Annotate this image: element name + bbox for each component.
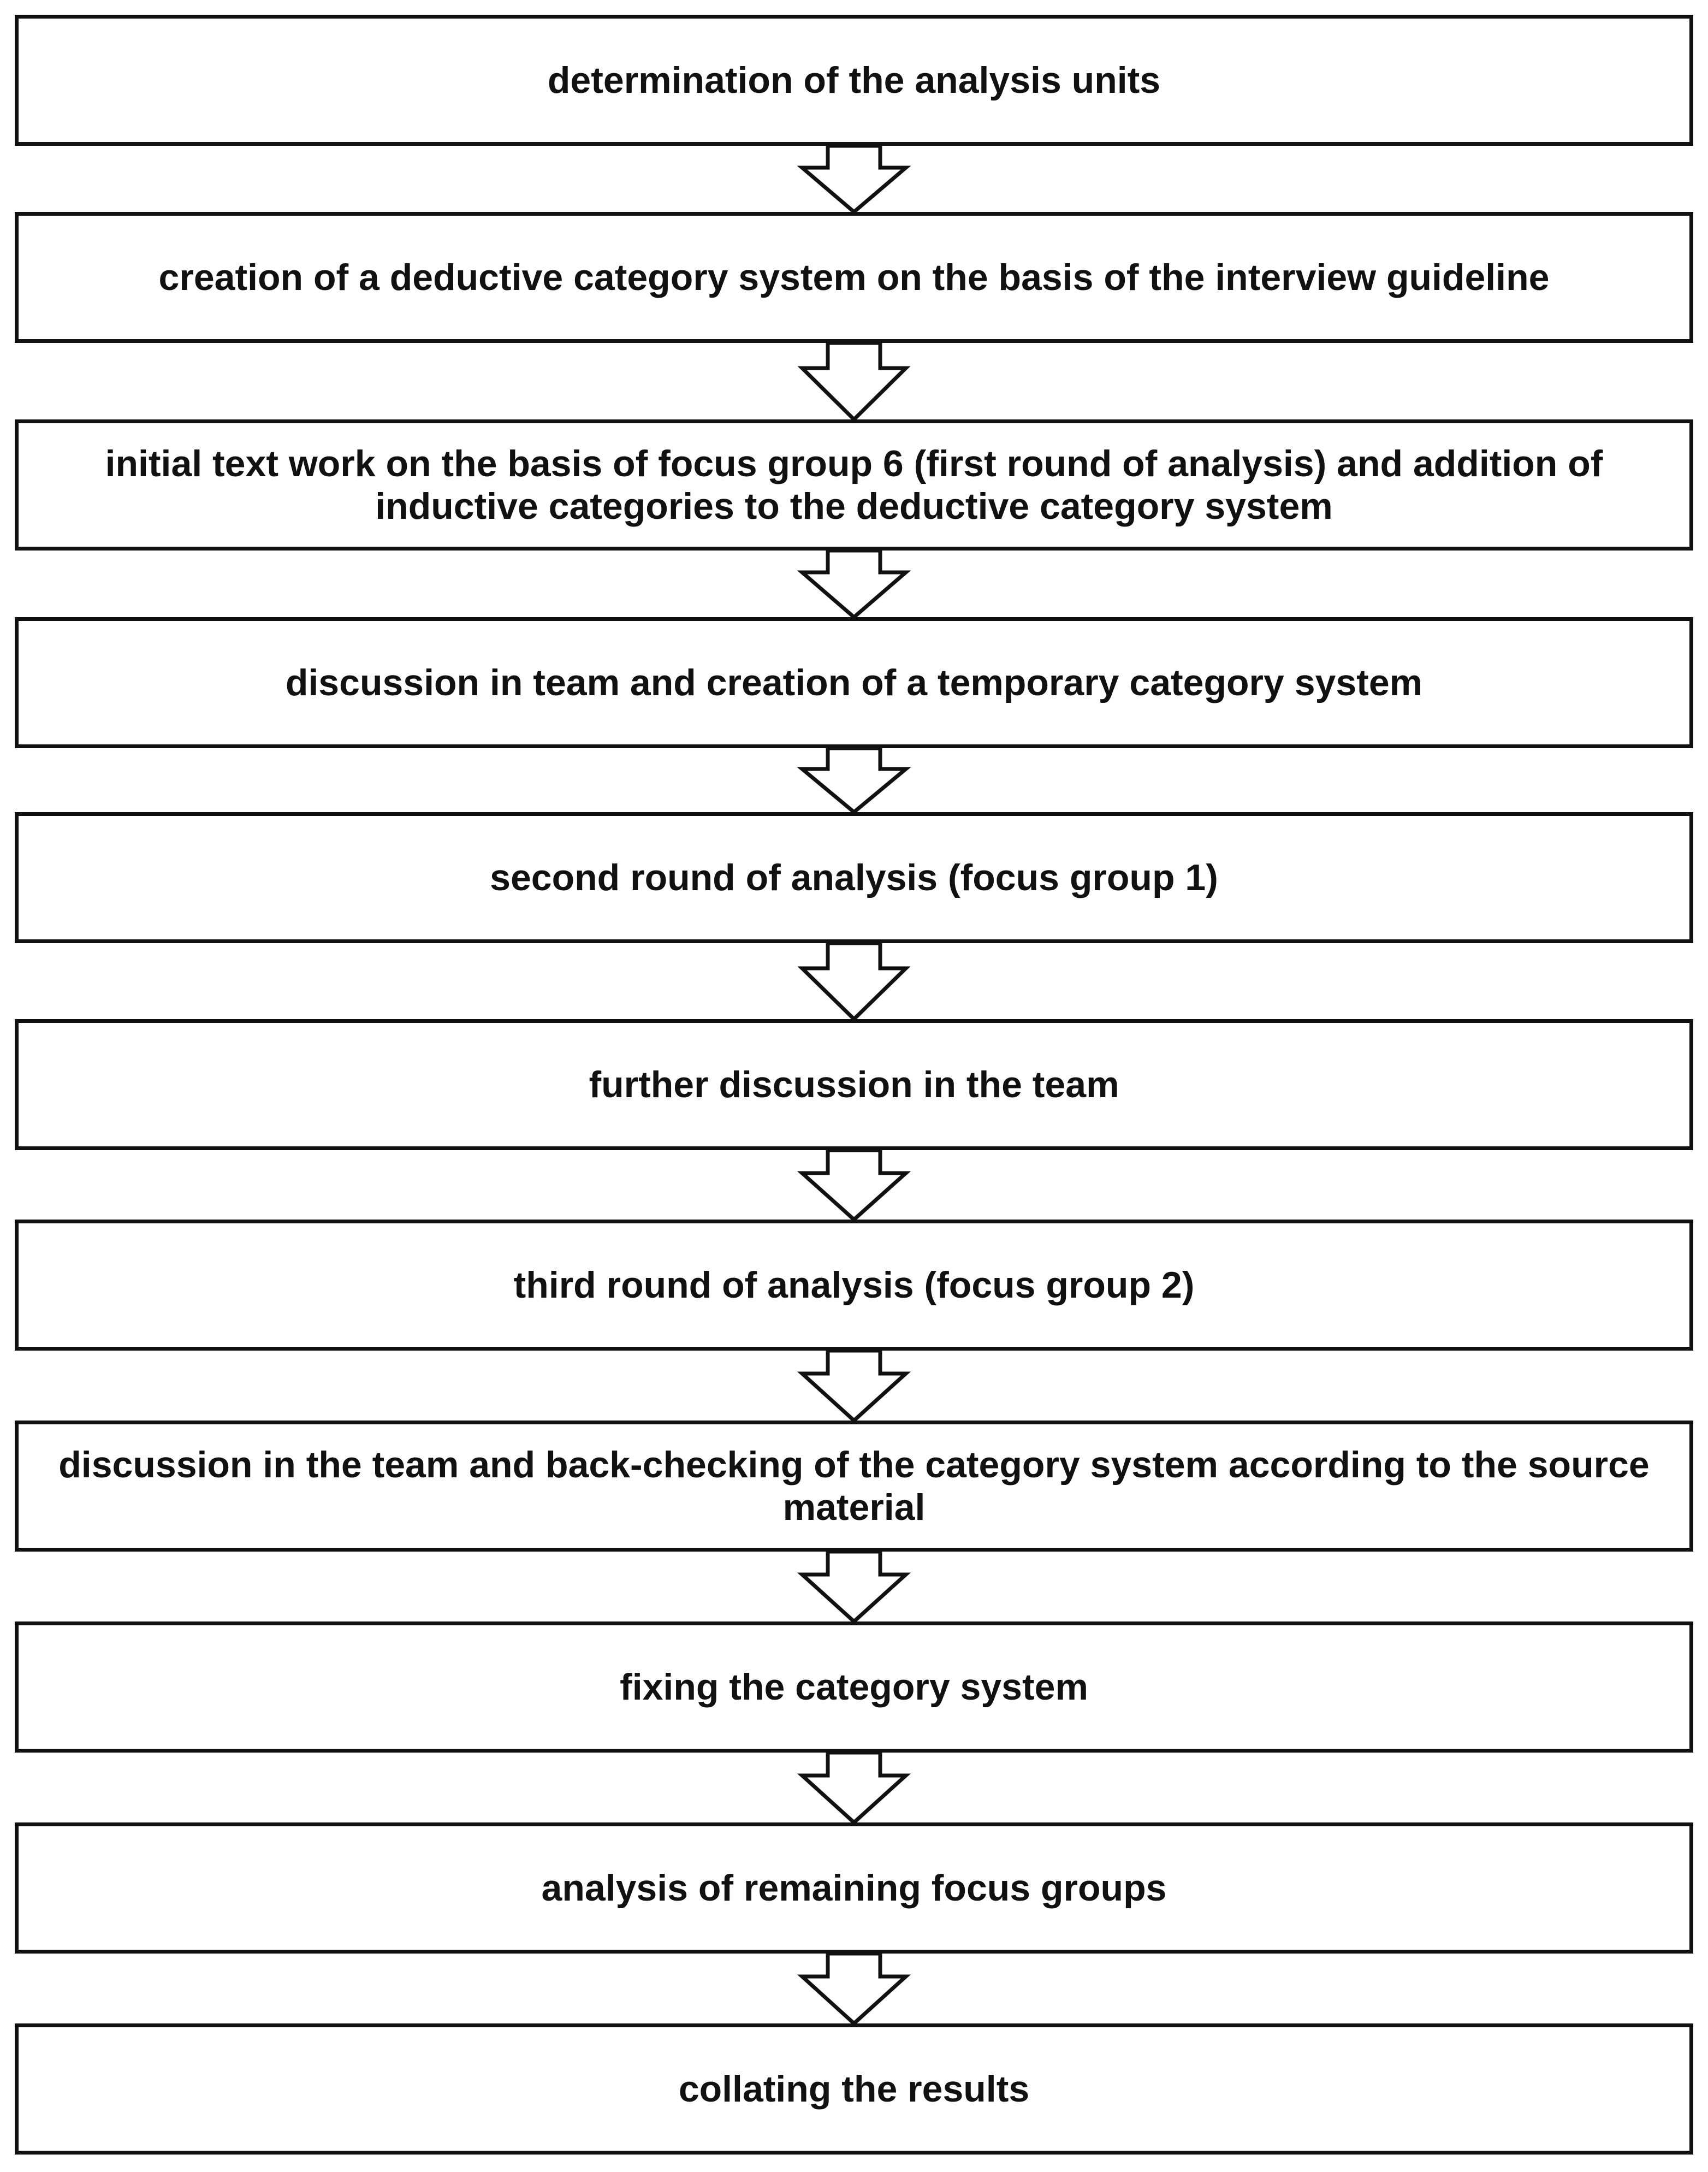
step-label-6: further discussion in the team <box>589 1064 1119 1105</box>
down-arrow-icon <box>797 1951 911 2026</box>
step-label-5: second round of analysis (focus group 1) <box>490 857 1218 898</box>
step-box-1: determination of the analysis units <box>15 15 1693 146</box>
step-label-11: collating the results <box>678 2068 1030 2110</box>
down-arrow-icon <box>797 1750 911 1825</box>
step-label-3: initial text work on the basis of focus … <box>105 443 1603 527</box>
step-box-7: third round of analysis (focus group 2) <box>15 1220 1693 1351</box>
down-arrow-icon <box>797 548 911 620</box>
step-label-10: analysis of remaining focus groups <box>541 1867 1167 1909</box>
step-box-5: second round of analysis (focus group 1) <box>15 812 1693 943</box>
step-box-10: analysis of remaining focus groups <box>15 1822 1693 1954</box>
step-box-9: fixing the category system <box>15 1621 1693 1753</box>
step-box-11: collating the results <box>15 2023 1693 2155</box>
down-arrow-icon <box>797 1549 911 1624</box>
step-box-4: discussion in team and creation of a tem… <box>15 617 1693 748</box>
down-arrow-icon <box>797 144 911 215</box>
step-label-4: discussion in team and creation of a tem… <box>285 662 1423 703</box>
step-box-2: creation of a deductive category system … <box>15 212 1693 343</box>
down-arrow-icon <box>797 746 911 815</box>
down-arrow-icon <box>797 941 911 1022</box>
step-box-3: initial text work on the basis of focus … <box>15 419 1693 551</box>
step-label-8: discussion in the team and back-checking… <box>58 1444 1650 1528</box>
step-box-6: further discussion in the team <box>15 1019 1693 1150</box>
step-label-7: third round of analysis (focus group 2) <box>513 1264 1195 1306</box>
step-label-1: determination of the analysis units <box>547 60 1161 101</box>
down-arrow-icon <box>797 341 911 422</box>
down-arrow-icon <box>797 1148 911 1222</box>
step-label-2: creation of a deductive category system … <box>158 257 1550 298</box>
down-arrow-icon <box>797 1348 911 1423</box>
step-box-8: discussion in the team and back-checking… <box>15 1421 1693 1552</box>
step-label-9: fixing the category system <box>620 1666 1088 1708</box>
